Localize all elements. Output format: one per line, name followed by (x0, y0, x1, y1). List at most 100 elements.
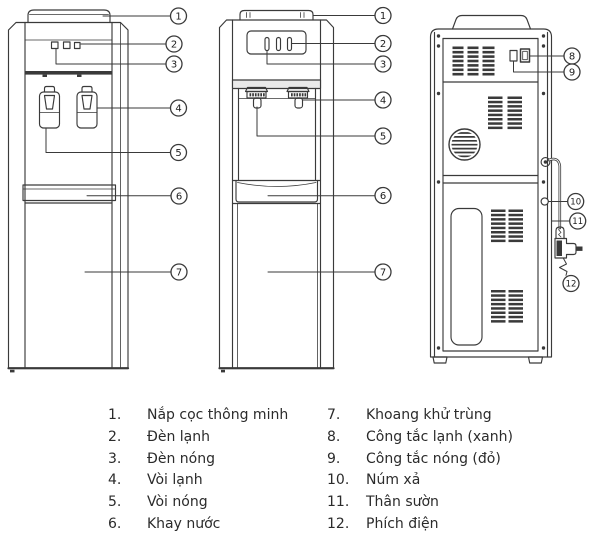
callout-number: 4 (175, 104, 181, 115)
header-panel-band (25, 71, 112, 75)
legend-item: 8.Công tắc lạnh (xanh) (327, 427, 513, 449)
legend-item: 11. Thân sườn (327, 492, 513, 514)
callout-11 (569, 212, 587, 230)
callout-12 (562, 274, 580, 293)
foot-right (527, 356, 544, 364)
callout-number: 2 (380, 39, 386, 50)
legend-item-number: 11. (327, 494, 350, 511)
callout-3 (374, 55, 392, 73)
dispenser-back (429, 14, 583, 364)
callout-number: 8 (569, 52, 575, 63)
callout-5 (169, 143, 188, 162)
leader-lines-back (513, 55, 570, 222)
leader-lines-left (45, 15, 172, 273)
hot-tap (38, 85, 61, 129)
legend-item: 4. Vòi lạnh (108, 470, 288, 492)
callout-10 (567, 192, 585, 211)
legend-item: 10. Núm xả (327, 470, 513, 492)
callout-number: 1 (380, 11, 386, 22)
callout-9 (563, 63, 581, 81)
callout-2 (165, 35, 183, 53)
legend-item-label: Thân sườn (366, 494, 439, 511)
callout-6 (374, 186, 392, 205)
screws (436, 34, 546, 350)
callout-7 (170, 263, 188, 281)
fan-vent (448, 128, 481, 161)
legend-item: 1. Nắp cọc thông minh (108, 405, 288, 427)
power-cord (547, 157, 562, 230)
drip-tray (231, 179, 322, 203)
callout-7 (374, 263, 392, 281)
top-cap (451, 14, 532, 30)
callout-3 (165, 55, 183, 73)
callout-number: 12 (566, 280, 577, 290)
leader-12-squiggle (559, 258, 568, 276)
callout-1 (374, 6, 392, 25)
power-plug (554, 226, 583, 259)
callout-number: 2 (171, 40, 177, 51)
callout-6 (170, 187, 188, 205)
callout-number: 3 (380, 60, 386, 71)
foot (221, 369, 225, 373)
legend-item-label: Khoang khử trùng (366, 407, 492, 423)
callout-5 (374, 127, 392, 145)
legend-item-number: 2. (108, 428, 122, 445)
cold-tap (76, 85, 98, 129)
lower-vent-grill-upper (491, 209, 523, 243)
service-door (450, 207, 483, 346)
dispenser-front-left (7, 9, 172, 373)
legend-column-right: 7. Khoang khử trùng 8.Công tắc lạnh (xanh)… (327, 405, 513, 536)
cord-grommet (540, 157, 551, 167)
body-outline (429, 28, 553, 358)
legend-item: 5.Vòi nóng (108, 492, 288, 514)
callout-number: 6 (380, 191, 386, 202)
callout-number: 11 (572, 217, 583, 227)
top-vent-grill (452, 46, 495, 76)
drain-knob (540, 197, 549, 206)
callout-1 (169, 7, 188, 25)
cold-switch (519, 48, 531, 63)
legend-item-number: 10. (327, 472, 350, 489)
legend-item: 6. Khay nước (108, 514, 288, 536)
top-cap (239, 9, 314, 21)
callout-number: 1 (175, 12, 181, 23)
legend-item-label: Phích điện (366, 515, 439, 532)
leader-lines-middle (256, 15, 376, 273)
callout-number: 3 (171, 60, 177, 71)
legend: 1. Nắp cọc thông minh 2. Đèn lạnh 3. Đèn nóng… (0, 405, 600, 544)
legend-item-number: 6. (108, 515, 122, 532)
legend-item-number: 4. (108, 472, 122, 489)
top-cap (27, 9, 111, 24)
mid-vent-grill (488, 96, 522, 130)
legend-item-number: 1. (108, 407, 122, 423)
legend-item-number: 12. (327, 515, 350, 532)
legend-item-label: Vòi lạnh (147, 472, 203, 489)
callout-number: 7 (380, 268, 386, 279)
legend-item-label: Nắp cọc thông minh (147, 407, 289, 423)
foot-left (432, 356, 448, 364)
legend-item-label: Công tắc lạnh (xanh) (366, 428, 513, 445)
callout-number: 9 (569, 68, 575, 79)
display-panel (246, 30, 307, 55)
legend-item-number: 7. (327, 407, 341, 423)
legend-item-label: Đèn lạnh (147, 428, 210, 445)
legend-item-label: Núm xả (366, 472, 421, 489)
legend-item-label: Công tắc nóng (đỏ) (366, 450, 501, 467)
indicator-lights (50, 41, 81, 50)
legend-item-number: 3. (108, 450, 122, 467)
body-outline (218, 19, 335, 370)
callout-4 (169, 99, 188, 117)
legend-item-label: Vòi nóng (147, 494, 208, 511)
legend-item: 3. Đèn nóng (108, 449, 288, 471)
legend-item: 9.Công tắc nóng (đỏ) (327, 449, 513, 471)
legend-item-label: Khay nước (147, 515, 221, 532)
foot (10, 369, 15, 373)
callout-number: 5 (380, 132, 386, 143)
legend-item: 7. Khoang khử trùng (327, 405, 513, 427)
callout-4 (374, 91, 392, 109)
legend-item-label: Đèn nóng (147, 450, 215, 467)
callout-number: 10 (570, 198, 581, 208)
